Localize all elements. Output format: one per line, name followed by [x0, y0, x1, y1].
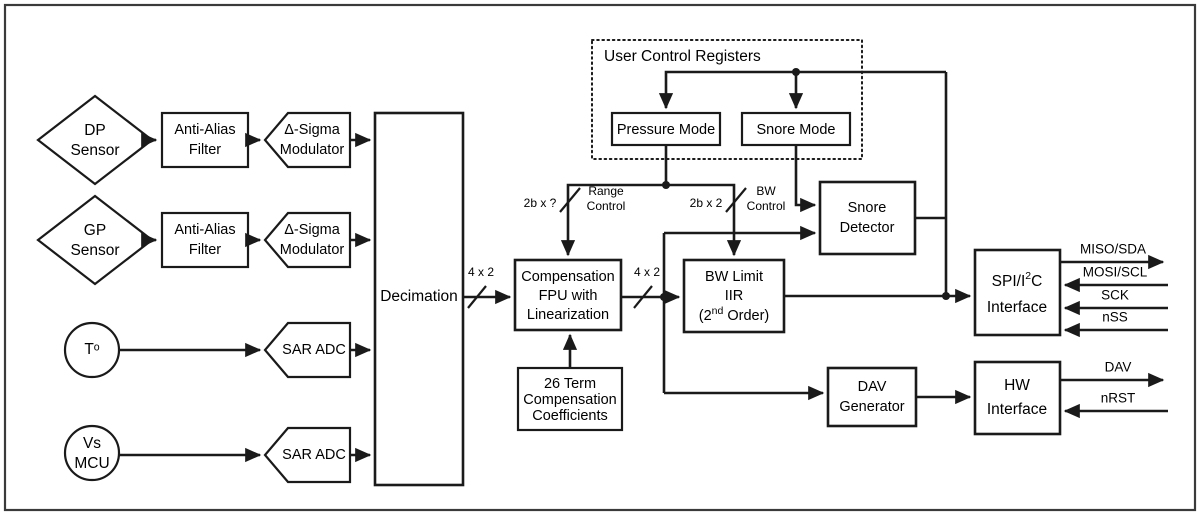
- coefficients-line1: 26 Term: [544, 376, 596, 392]
- dp-sensor-label-line2: Sensor: [70, 142, 119, 159]
- compensation-coefficients-block: 26 Term Compensation Coefficients: [516, 366, 624, 432]
- control-label-bw-line2: Control: [747, 199, 786, 213]
- junction-compensation-bus: [660, 293, 668, 301]
- vs-mcu-label-line2: MCU: [74, 455, 109, 472]
- delta-sigma-modulator-2-line2: Modulator: [280, 242, 345, 258]
- signal-label-mosi-scl: MOSI/SCL: [1083, 265, 1148, 280]
- pressure-mode-label: Pressure Mode: [617, 122, 715, 138]
- decimation-block: Decimation: [373, 111, 465, 487]
- signal-label-nrst: nRST: [1101, 391, 1136, 406]
- compensation-fpu-line2: FPU with: [539, 288, 598, 304]
- sar-adc-2: SAR ADC: [263, 426, 352, 484]
- sar-adc-1-label: SAR ADC: [282, 342, 346, 358]
- bus-label-range-width: 2b x ?: [524, 196, 557, 210]
- snore-detector-block: Snore Detector: [818, 180, 917, 256]
- wire-ucr-bus-to-pressure-mode: [658, 70, 946, 110]
- user-control-registers-title: User Control Registers: [604, 48, 761, 65]
- sar-adc-2-label: SAR ADC: [282, 447, 346, 463]
- control-label-range-line2: Control: [587, 199, 626, 213]
- bus-slash-bw-control: [725, 187, 747, 213]
- spi-i2c-line2: Interface: [987, 299, 1047, 316]
- compensation-fpu-line3: Linearization: [527, 307, 609, 323]
- spi-signal-sck: SCK: [1063, 288, 1168, 316]
- wire-range-control-to-compensation: [560, 183, 666, 257]
- hw-interface-line1: HW: [1004, 377, 1030, 394]
- control-label-bw-line1: BW: [756, 184, 776, 198]
- spi-i2c-interface-block: SPI/I2C Interface: [973, 248, 1062, 337]
- control-label-range-line1: Range: [588, 184, 624, 198]
- bw-limit-iir-block: BW Limit IIR (2nd Order): [682, 258, 786, 334]
- bw-limit-line2: IIR: [725, 288, 744, 304]
- delta-sigma-modulator-1-line1: Δ-Sigma: [284, 122, 341, 138]
- signal-label-nss: nSS: [1102, 310, 1128, 325]
- bw-limit-order-post: Order): [723, 308, 769, 324]
- delta-sigma-modulator-1-line2: Modulator: [280, 142, 345, 158]
- hw-signal-nrst: nRST: [1063, 391, 1168, 419]
- delta-sigma-modulator-1: Δ-Sigma Modulator: [263, 111, 352, 169]
- snore-mode-label: Snore Mode: [757, 122, 836, 138]
- bus-slash-range-control: [559, 187, 581, 213]
- gp-sensor: GP Sensor: [36, 194, 154, 286]
- delta-sigma-modulator-2: Δ-Sigma Modulator: [263, 211, 352, 269]
- decimation-label: Decimation: [380, 288, 458, 305]
- junction-ucr-bus: [792, 68, 800, 76]
- bus-label-decimation-out: 4 x 2: [468, 265, 494, 279]
- junction-spi-input: [942, 292, 950, 300]
- pressure-mode-register: Pressure Mode: [610, 111, 722, 147]
- spi-i2c-pre: SPI/I: [992, 273, 1026, 290]
- dp-sensor-label-line1: DP: [84, 122, 106, 139]
- bw-limit-order-sup: nd: [712, 305, 724, 317]
- bus-slash-decimation-out: [467, 285, 487, 309]
- spi-signal-nss: nSS: [1063, 310, 1168, 338]
- snore-detector-line1: Snore: [848, 200, 887, 216]
- bus-label-compensation-out: 4 x 2: [634, 265, 660, 279]
- snore-detector-line2: Detector: [840, 220, 895, 236]
- sar-adc-1: SAR ADC: [263, 321, 352, 379]
- delta-sigma-modulator-2-line1: Δ-Sigma: [284, 222, 341, 238]
- snore-mode-register: Snore Mode: [740, 111, 852, 147]
- spi-i2c-line1: SPI/I2C: [992, 270, 1043, 290]
- hw-interface-block: HW Interface: [973, 360, 1062, 436]
- temperature-sensor: Tᵒ: [63, 321, 121, 379]
- user-control-registers-group: User Control Registers: [591, 39, 863, 160]
- bw-limit-line1: BW Limit: [705, 269, 763, 285]
- dav-generator-block: DAV Generator: [826, 366, 918, 428]
- signal-label-miso-sda: MISO/SDA: [1080, 242, 1146, 257]
- coefficients-line3: Coefficients: [532, 408, 608, 424]
- bus-slash-compensation-out: [633, 285, 653, 309]
- anti-alias-filter-2: Anti-Alias Filter: [160, 211, 250, 269]
- dp-sensor: DP Sensor: [36, 94, 154, 186]
- temperature-sensor-label: Tᵒ: [84, 341, 99, 358]
- anti-alias-filter-2-line2: Filter: [189, 242, 221, 258]
- wire-bw-control-to-bwlimit: [666, 183, 742, 257]
- vs-mcu-label-line1: Vs: [83, 435, 101, 452]
- gp-sensor-label-line2: Sensor: [70, 242, 119, 259]
- vs-mcu-source: Vs MCU: [63, 424, 121, 482]
- signal-label-dav: DAV: [1105, 360, 1132, 375]
- anti-alias-filter-1-line2: Filter: [189, 142, 221, 158]
- anti-alias-filter-1-line1: Anti-Alias: [174, 122, 235, 138]
- compensation-fpu-block: Compensation FPU with Linearization: [513, 258, 623, 332]
- bw-limit-line3: (2nd Order): [699, 305, 770, 324]
- spi-i2c-sup: 2: [1025, 270, 1031, 282]
- dav-generator-line2: Generator: [839, 399, 904, 415]
- signal-label-sck: SCK: [1101, 288, 1129, 303]
- spi-signal-miso-sda: MISO/SDA: [1060, 242, 1165, 270]
- anti-alias-filter-2-line1: Anti-Alias: [174, 222, 235, 238]
- spi-signal-mosi-scl: MOSI/SCL: [1063, 265, 1168, 293]
- bw-limit-order-pre: (2: [699, 308, 712, 324]
- compensation-fpu-line1: Compensation: [521, 269, 615, 285]
- spi-i2c-post: C: [1031, 273, 1042, 290]
- hw-signal-dav: DAV: [1060, 360, 1165, 388]
- wire-snore-mode-to-detector: [794, 145, 817, 213]
- figure-border: [3, 3, 1197, 512]
- dav-generator-line1: DAV: [858, 379, 887, 395]
- anti-alias-filter-1: Anti-Alias Filter: [160, 111, 250, 169]
- bus-label-bw-width: 2b x 2: [690, 196, 723, 210]
- hw-interface-line2: Interface: [987, 401, 1047, 418]
- coefficients-line2: Compensation: [523, 392, 617, 408]
- gp-sensor-label-line1: GP: [84, 222, 106, 239]
- junction-pressure-mode-split: [662, 181, 670, 189]
